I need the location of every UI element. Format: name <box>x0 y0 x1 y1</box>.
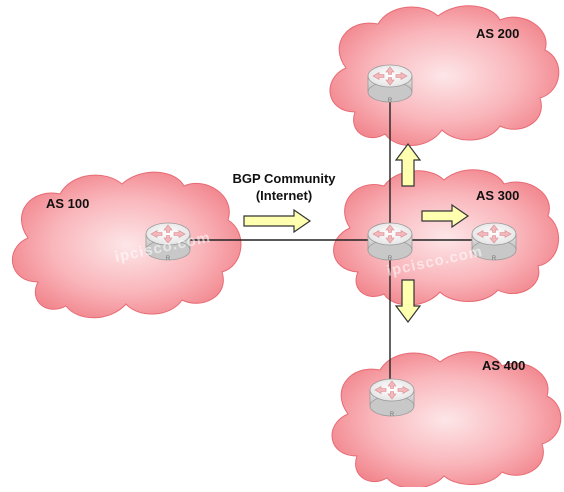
caption-line2: (Internet) <box>256 188 312 203</box>
router-icon <box>367 222 413 261</box>
router-badge: R <box>388 256 393 262</box>
arrow-right-icon <box>421 203 470 229</box>
router-icon <box>369 378 415 417</box>
router-badge: R <box>492 256 497 262</box>
cloud-as200 <box>329 5 560 147</box>
caption-line1: BGP Community <box>232 171 336 186</box>
arrow-up-icon <box>394 143 422 187</box>
router-icon <box>367 64 413 103</box>
cloud-as400 <box>331 351 562 489</box>
arrow-right-icon <box>243 208 312 234</box>
as400-label: AS 400 <box>482 358 525 373</box>
cloud-as300 <box>333 169 559 306</box>
as200-label: AS 200 <box>476 26 519 41</box>
router-badge: R <box>166 256 171 262</box>
cloud-as100 <box>12 171 242 319</box>
router-badge: R <box>388 98 393 104</box>
as100-label: AS 100 <box>46 196 89 211</box>
arrow-down-icon <box>394 279 422 323</box>
router-badge: R <box>390 412 395 418</box>
as300-label: AS 300 <box>476 188 519 203</box>
